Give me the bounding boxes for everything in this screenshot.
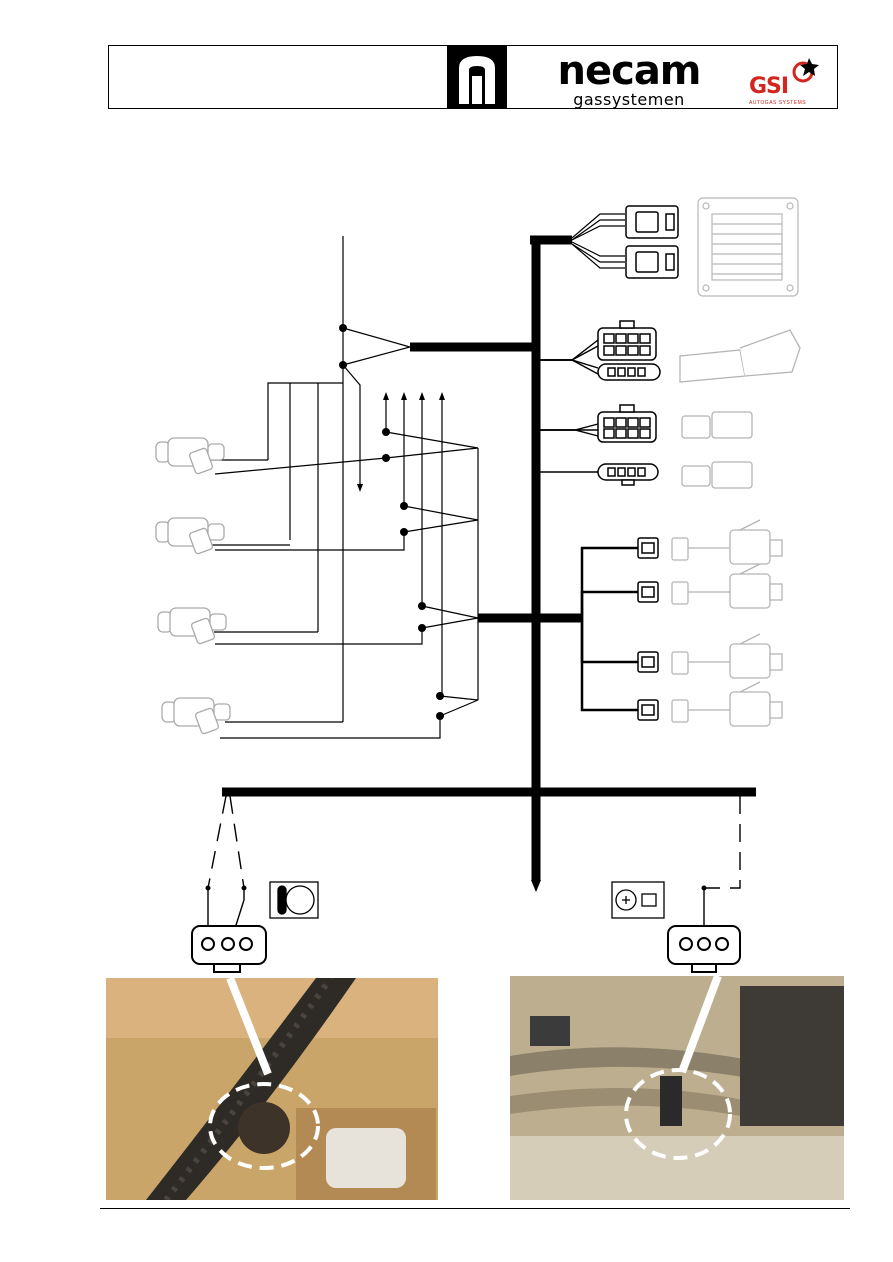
arrow-heads <box>357 392 445 492</box>
header-box: necam gassystemen GSI AUTOGAS SYSTEMS <box>108 45 838 109</box>
photo-engine-left <box>106 978 438 1200</box>
brand-sub: gassystemen <box>573 90 685 109</box>
injector-icon <box>155 437 231 735</box>
connector-flat <box>597 463 659 486</box>
gsi-logo-sub: AUTOGAS SYSTEMS <box>749 100 807 106</box>
thin-wires-left <box>202 236 479 739</box>
footer-rule <box>100 1208 850 1209</box>
position-sensor-symbol-icon <box>611 881 665 919</box>
sensor-wires <box>207 795 741 945</box>
plug-harness-icons <box>679 329 801 489</box>
connector-8pin <box>597 320 661 381</box>
n-monogram-icon <box>447 46 507 108</box>
necam-logo: necam gassystemen <box>549 50 709 108</box>
gsi-logo: GSI <box>749 74 789 99</box>
branch-wires-upper <box>540 339 599 473</box>
ecu-wires <box>571 213 625 269</box>
sensor-junctions <box>205 885 707 891</box>
ecu-connector-top <box>625 205 679 239</box>
connector-8pin-second <box>597 404 657 443</box>
gsi-star-icon <box>792 58 819 83</box>
injector-rail-wires <box>580 546 638 712</box>
photo-engine-right <box>510 976 844 1200</box>
small-connectors <box>637 537 659 721</box>
temperature-sensor-symbol-icon <box>269 881 319 919</box>
ecu-module-icon <box>697 197 799 297</box>
ecu-connector-bottom <box>625 245 679 279</box>
sensor-connector-left <box>191 925 267 973</box>
main-trunk <box>222 235 756 892</box>
gas-injector-icons-right <box>671 519 783 727</box>
brand-name: necam <box>557 48 702 94</box>
junction-dots <box>339 324 444 720</box>
sensor-connector-right <box>667 925 741 973</box>
